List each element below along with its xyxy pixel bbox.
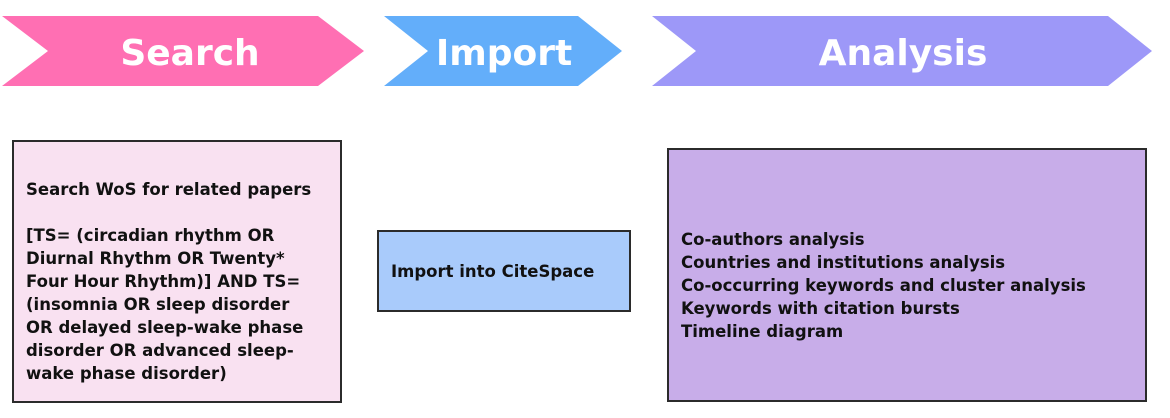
search-box: Search WoS for related papers [TS= (circ… xyxy=(12,140,342,403)
search-stage-arrow xyxy=(2,16,364,86)
import-box: Import into CiteSpace xyxy=(377,230,631,312)
analysis-item: Co-authors analysis xyxy=(681,230,865,249)
search-query-line: Diurnal Rhythm OR Twenty* xyxy=(26,249,285,268)
analysis-stage-label: Analysis xyxy=(819,33,988,74)
analysis-stage-arrow xyxy=(652,16,1152,86)
analysis-item: Timeline diagram xyxy=(681,322,844,341)
stage-arrows: Search Import Analysis xyxy=(2,16,1152,86)
search-query-line: [TS= (circadian rhythm OR xyxy=(26,226,275,245)
import-stage-label: Import xyxy=(436,33,572,74)
search-query-line: disorder OR advanced sleep- xyxy=(26,341,294,360)
search-query-line: Four Hour Rhythm)] AND TS= xyxy=(26,272,301,291)
search-query-line: wake phase disorder) xyxy=(26,364,227,383)
analysis-item: Keywords with citation bursts xyxy=(681,299,960,318)
import-box-text: Import into CiteSpace xyxy=(391,261,595,281)
search-query-line: OR delayed sleep-wake phase xyxy=(26,318,304,337)
search-box-title: Search WoS for related papers xyxy=(26,180,312,199)
analysis-item: Countries and institutions analysis xyxy=(681,253,1006,272)
import-stage-arrow xyxy=(384,16,622,86)
analysis-box: Co-authors analysis Countries and instit… xyxy=(667,148,1147,402)
analysis-item: Co-occurring keywords and cluster analys… xyxy=(681,276,1086,295)
search-query-line: (insomnia OR sleep disorder xyxy=(26,295,290,314)
search-stage-label: Search xyxy=(120,33,259,74)
